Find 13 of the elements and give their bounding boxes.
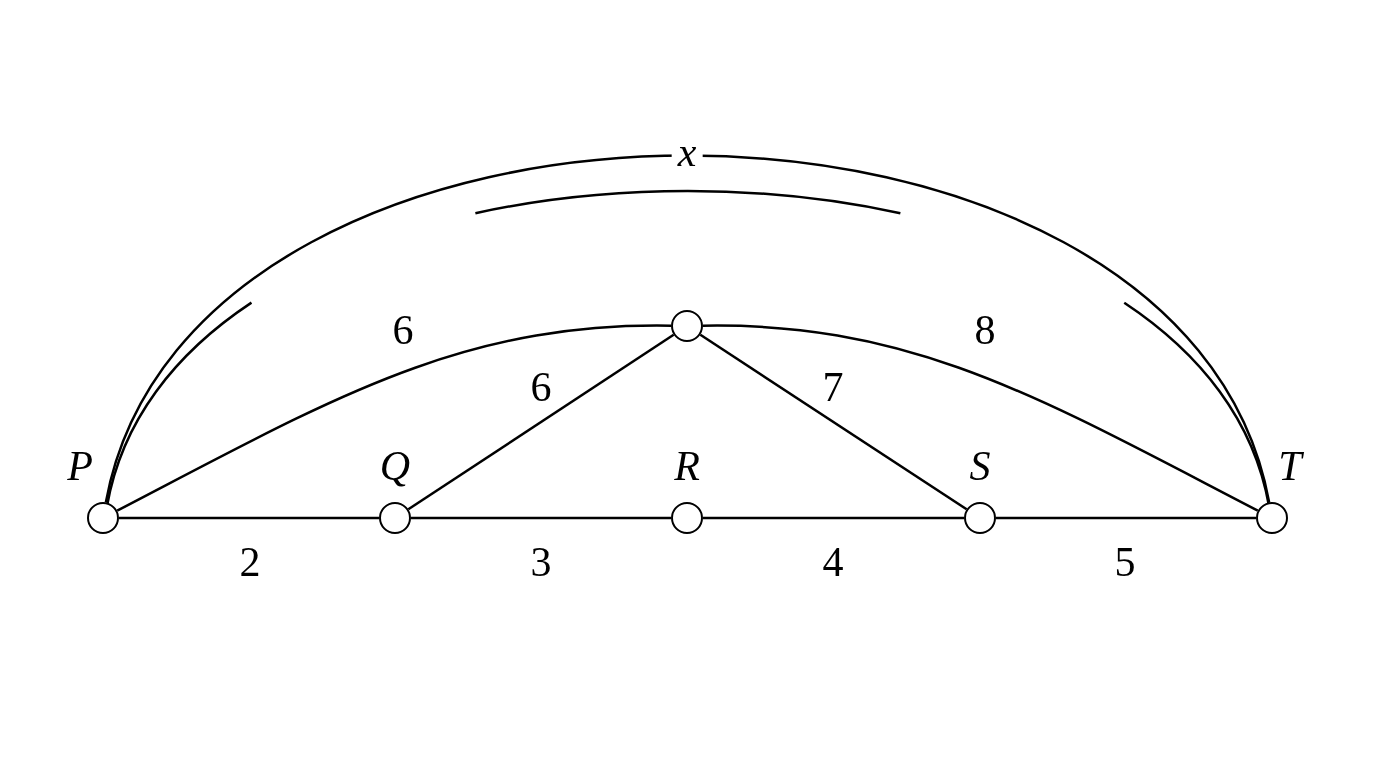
vertex-label: R (674, 445, 700, 487)
vertex-label: S (969, 445, 991, 487)
graph-edge (119, 516, 379, 520)
vertex-label: T (1278, 445, 1302, 487)
graph-edge (703, 516, 964, 520)
graph-edge (996, 516, 1256, 520)
graph-edge (703, 324, 1259, 512)
graph-edge (407, 333, 675, 511)
vertex-label: Q (379, 445, 411, 487)
graph-edge (116, 324, 671, 512)
graph-edge (699, 333, 968, 511)
graph-edge (411, 516, 671, 520)
vertex-label: P (67, 445, 93, 487)
